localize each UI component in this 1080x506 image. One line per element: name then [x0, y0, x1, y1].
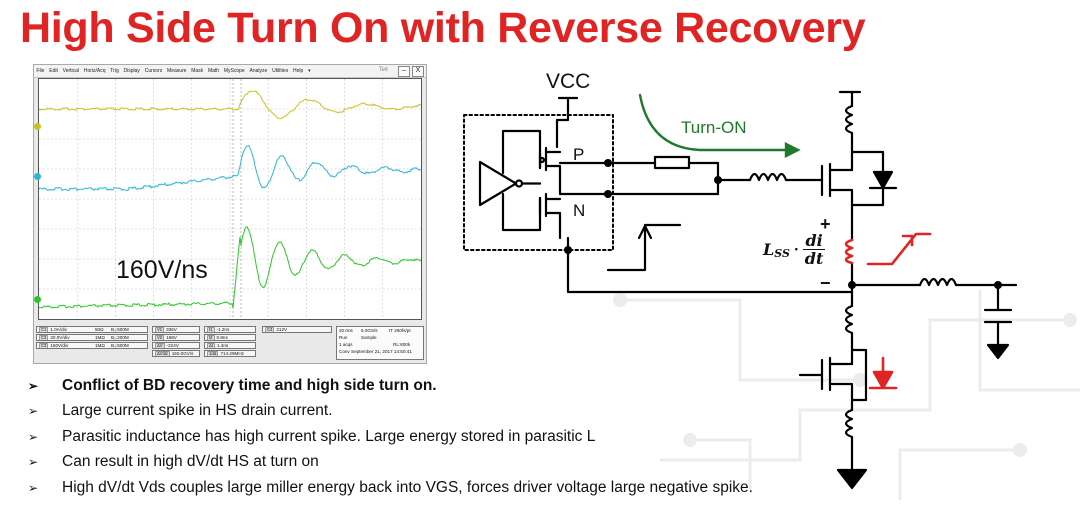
scope-menu-cursors[interactable]: Cursors	[144, 68, 163, 74]
hs-drain-inductor	[844, 104, 854, 135]
scope-menu-analyze[interactable]: Analyze	[249, 68, 268, 74]
ls-mosfet	[820, 356, 854, 412]
scope-menu-help[interactable]: Help	[292, 68, 304, 74]
scope-menu-measure[interactable]: Measure	[167, 68, 187, 74]
hs-mosfet	[820, 162, 854, 232]
bullet-arrow-icon: ➢	[28, 378, 39, 393]
scope-menu-mask[interactable]: Mask	[191, 68, 204, 74]
scope-brand-logo: Tek	[378, 67, 388, 73]
driver-step-waveform	[606, 223, 682, 272]
ls-source-inductor	[844, 408, 854, 439]
bullet-arrow-icon: ➢	[28, 404, 39, 419]
inverter-symbol	[478, 160, 518, 207]
scope-close-button[interactable]: X	[412, 66, 424, 77]
bullet-item: ➢High dV/dt Vds couples large miller ene…	[28, 478, 753, 496]
cursor-dv-readout: ΔV-224V	[152, 342, 200, 349]
turn-on-label: Turn-ON	[681, 118, 747, 137]
gate-resistor	[653, 155, 691, 170]
p-mosfet-label: P	[573, 145, 585, 164]
scope-menu-display[interactable]: Display	[123, 68, 140, 74]
scope-menu-trig[interactable]: Trig	[110, 68, 119, 74]
node-switch	[848, 281, 856, 289]
vcc-label: VCC	[546, 70, 591, 93]
turn-on-arrow	[638, 93, 792, 152]
bullet-item: ➢Conflict of BD recovery time and high s…	[28, 376, 437, 394]
scope-grid	[39, 79, 421, 319]
ground-icon	[836, 468, 868, 490]
trace-ch3-drain	[39, 226, 421, 309]
bullet-arrow-icon: ➢	[28, 429, 39, 444]
output-ground-icon	[986, 343, 1010, 360]
node-gate-top	[604, 159, 612, 167]
scope-graticule	[38, 78, 422, 320]
scope-menu-math[interactable]: Math	[207, 68, 220, 74]
gate-inductor	[748, 172, 788, 182]
scope-menu-utilities[interactable]: Utilities	[272, 68, 289, 74]
bullet-item: ➢Parasitic inductance has high current s…	[28, 427, 596, 445]
scope-traces	[39, 79, 421, 319]
scope-menu-file[interactable]: File	[36, 68, 45, 74]
driver-box	[463, 114, 614, 251]
scope-menu-vertical[interactable]: Vertical	[62, 68, 80, 74]
bullet-item: ➢Can result in high dV/dt HS at turn on	[28, 453, 319, 471]
scope-menu-myscope[interactable]: MyScope	[223, 68, 245, 74]
scope-minimize-button[interactable]: –	[398, 66, 410, 77]
oscilloscope-window: File Edit Vertical Horiz/Acq Trig Displa…	[33, 64, 427, 364]
polarity-minus: −	[820, 273, 831, 293]
current-spike-waveform	[866, 232, 932, 266]
slide-title: High Side Turn On with Reverse Recovery	[20, 4, 866, 52]
ls-drain-inductor	[844, 304, 854, 335]
cursor-t1-readout: t1-1.2ns	[204, 326, 256, 333]
output-inductor	[918, 277, 958, 287]
slew-rate-annotation: 160V/ns	[116, 256, 208, 284]
bullet-list: ➢Conflict of BD recovery time and high s…	[28, 373, 753, 501]
background-circuit-art	[613, 290, 1080, 500]
trace-ch1-current	[39, 90, 421, 120]
node-gate-join	[714, 176, 722, 184]
output-capacitor	[983, 308, 1013, 324]
node-ground-return	[564, 246, 572, 254]
scope-menu-dropdown[interactable]: ▾	[308, 68, 311, 74]
node-output	[994, 281, 1002, 289]
trace-ch2-gate	[39, 145, 421, 192]
n-mosfet-label: N	[573, 201, 586, 220]
scope-menu-horiz-acq[interactable]: Horiz/Acq	[83, 68, 106, 74]
node-gate-bottom	[604, 190, 612, 198]
acquisition-panel[interactable]: 20.0ns 5.0GS/s IT 250fs/pt Run Sample 1 …	[336, 326, 424, 360]
parasitic-inductance-lss	[844, 238, 854, 265]
driver-n-mosfet	[538, 192, 562, 240]
ch2-marker-icon[interactable]	[34, 173, 41, 180]
bullet-item: ➢Large current spike in HS drain current…	[28, 402, 333, 420]
bullet-arrow-icon: ➢	[28, 480, 39, 495]
ch1-marker-icon[interactable]	[34, 123, 41, 130]
ch3-marker-icon[interactable]	[34, 296, 41, 303]
scope-menu-bar: File Edit Vertical Horiz/Acq Trig Displa…	[34, 65, 426, 78]
polarity-plus: +	[820, 214, 831, 234]
bullet-arrow-icon: ➢	[28, 455, 39, 470]
scope-menu-edit[interactable]: Edit	[49, 68, 58, 74]
